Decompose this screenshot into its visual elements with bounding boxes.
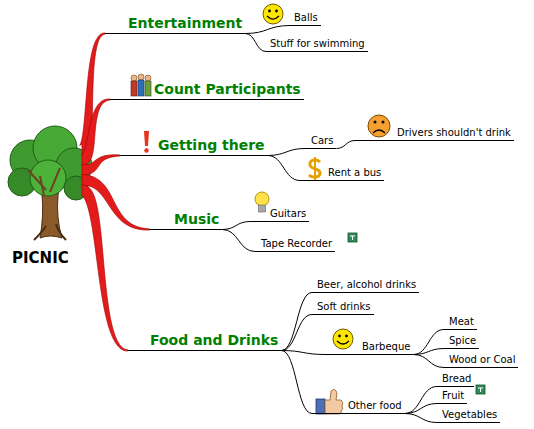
topic-text: Music — [174, 211, 219, 228]
subtopic: Barbeque — [325, 340, 413, 355]
branch-line — [281, 351, 312, 414]
branch-line — [336, 141, 355, 149]
subtopic: Soft drinks — [312, 300, 374, 315]
topic-text: Getting there — [158, 137, 265, 154]
subtopic: Drivers shouldn't drink — [355, 126, 514, 141]
subtopic: Fruit — [437, 389, 467, 404]
main-topic: Count Participants — [110, 81, 304, 100]
branch-line — [281, 293, 312, 351]
topic-text: Food and Drinks — [150, 332, 278, 349]
branch-line — [268, 149, 305, 156]
note-icon — [348, 233, 357, 242]
branch-line — [245, 34, 266, 52]
subtopic: Other food — [312, 399, 405, 414]
topic-text: Wood or Coal — [449, 353, 515, 366]
branch-line — [405, 387, 437, 414]
branch-line — [268, 156, 300, 181]
main-branch — [82, 155, 120, 176]
main-topic: Getting there — [120, 137, 268, 156]
topic-text: Count Participants — [154, 81, 301, 98]
topic-text: Guitars — [270, 207, 306, 220]
topic-text: Tape Recorder — [261, 237, 332, 250]
subtopic: Stuff for swimming — [266, 37, 368, 52]
subtopic: Cars — [305, 134, 336, 149]
topic-text: PICNIC — [12, 249, 83, 267]
topic-text: Entertainment — [128, 15, 242, 32]
topic-text: Vegetables — [442, 408, 497, 421]
branch-line — [281, 315, 312, 351]
subtopic: Guitars — [250, 207, 309, 222]
exclamation-icon — [144, 131, 149, 153]
topic-text: Stuff for swimming — [270, 37, 365, 50]
bulb-icon — [255, 192, 269, 212]
root-topic: PICNIC — [6, 128, 86, 268]
thumb-up-icon — [316, 389, 343, 414]
branch-line — [245, 26, 290, 34]
branch-line — [413, 330, 444, 355]
tree-picture — [8, 126, 92, 240]
subtopic: Bread — [437, 372, 474, 387]
branch-line — [405, 414, 437, 423]
topic-text: Beer, alcohol drinks — [317, 278, 416, 291]
topic-text: Spice — [449, 334, 476, 347]
subtopic: Vegetables — [437, 408, 500, 423]
branch-line — [281, 351, 325, 355]
frown-icon — [368, 115, 390, 137]
branch-line — [413, 349, 444, 355]
topic-text: Bread — [442, 372, 471, 385]
topic-text: Barbeque — [362, 340, 410, 353]
subtopic: Beer, alcohol drinks — [312, 278, 419, 293]
people-icon — [131, 74, 151, 96]
topic-text: Fruit — [442, 389, 464, 402]
subtopic: Spice — [444, 334, 479, 349]
branch-line — [222, 222, 250, 230]
main-topic: Entertainment — [105, 15, 245, 34]
branch-line — [222, 230, 255, 252]
branch-line — [405, 404, 437, 414]
dollar-icon — [309, 157, 320, 180]
main-topic: Music — [150, 211, 222, 230]
note-icon — [476, 385, 485, 394]
smiley-icon — [263, 4, 283, 24]
topic-text: Cars — [311, 134, 333, 147]
smiley-icon — [333, 329, 353, 349]
subtopic: Wood or Coal — [444, 353, 518, 368]
branch-line — [413, 355, 444, 368]
subtopic: Balls — [290, 11, 321, 26]
topic-text: Rent a bus — [328, 166, 381, 179]
subtopic: Meat — [444, 315, 477, 330]
topic-text: Meat — [449, 315, 474, 328]
main-branch — [82, 184, 128, 351]
main-topic: Food and Drinks — [128, 332, 281, 351]
topic-text: Drivers shouldn't drink — [397, 126, 511, 139]
topic-text: Soft drinks — [317, 300, 371, 313]
topic-text: Balls — [294, 11, 318, 24]
subtopic: Rent a bus — [300, 166, 384, 181]
topic-text: Other food — [348, 399, 402, 412]
subtopic: Tape Recorder — [255, 237, 335, 252]
